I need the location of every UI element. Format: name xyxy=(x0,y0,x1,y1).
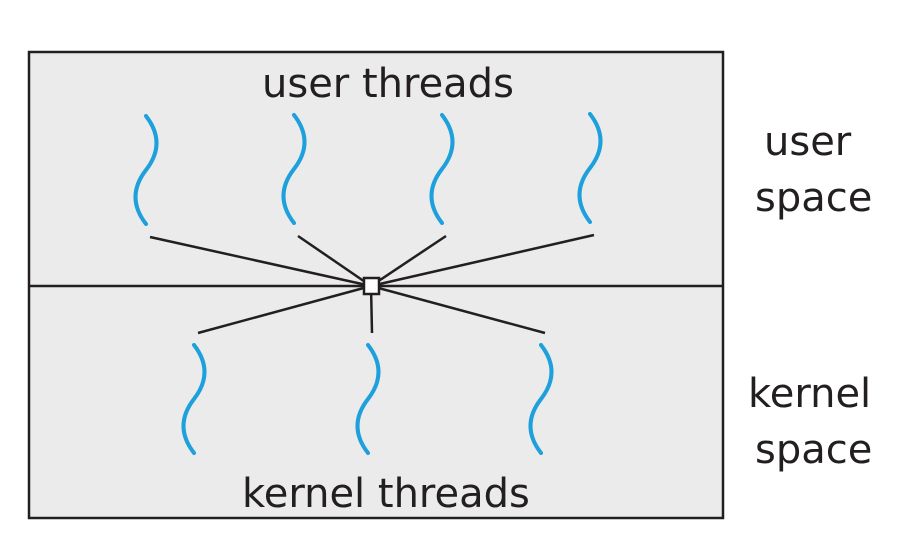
connector-kernel-3 xyxy=(370,284,546,335)
connector-user-3 xyxy=(370,234,447,288)
user-thread-1 xyxy=(133,114,159,226)
kernel-threads-label: kernel threads xyxy=(242,471,530,517)
connector-kernel-1 xyxy=(197,284,372,335)
user-space-label-line-1: user xyxy=(764,119,852,165)
user-thread-3 xyxy=(429,113,455,225)
kernel-thread-3 xyxy=(528,343,554,455)
kernel-thread-2 xyxy=(355,343,381,455)
kernel-space-label-line-1: kernel xyxy=(748,371,872,417)
user-thread-4 xyxy=(577,112,603,224)
connector-user-1 xyxy=(149,235,372,288)
kernel-space-label-line-2: space xyxy=(755,427,873,473)
connector-user-2 xyxy=(297,234,372,288)
junction-square xyxy=(362,276,381,296)
user-thread-2 xyxy=(281,113,307,225)
user-threads-label: user threads xyxy=(262,61,514,107)
user-space-label-line-2: space xyxy=(755,175,873,221)
kernel-thread-1 xyxy=(181,343,207,455)
thread-group xyxy=(133,112,603,455)
connector-user-4 xyxy=(370,233,595,288)
